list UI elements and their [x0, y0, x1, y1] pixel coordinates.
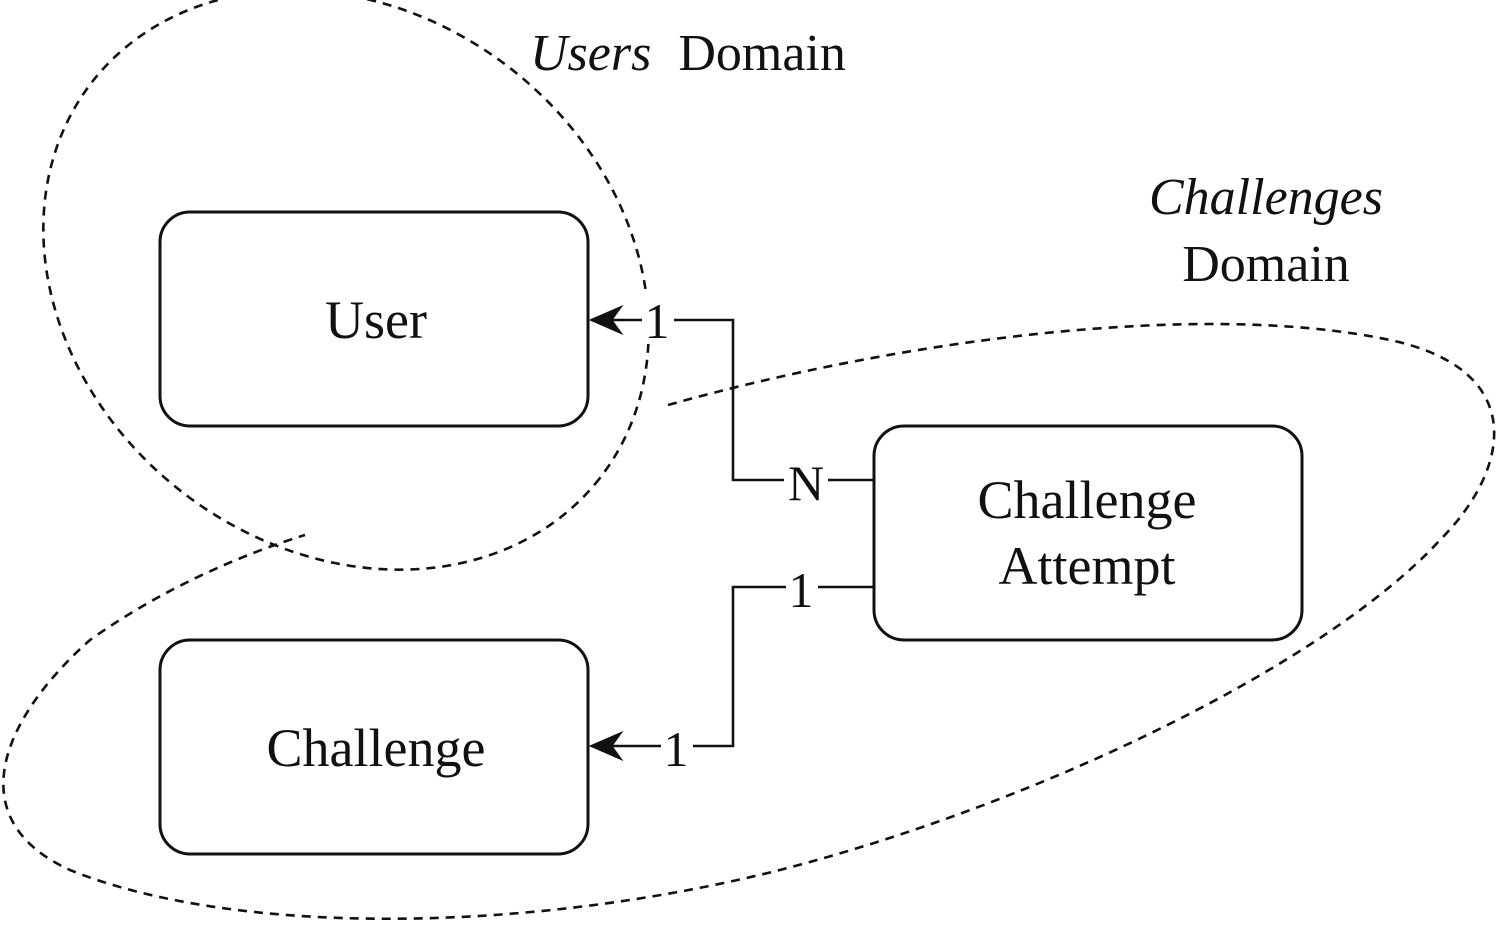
users-domain-name: Users — [530, 25, 651, 82]
user-entity-box[interactable] — [158, 210, 590, 428]
attempt-to-challenge-arrowhead — [588, 730, 624, 762]
challenges-domain-boundary — [2, 322, 1496, 921]
users-domain-suffix: Domain — [678, 25, 846, 82]
challenge-entity-box[interactable] — [158, 638, 590, 856]
user-entity-label: User — [325, 290, 427, 350]
challenge-side-cardinality: 1 — [664, 721, 689, 777]
attempt-to-user-arrowhead — [588, 304, 624, 336]
user-side-cardinality: 1 — [645, 293, 670, 349]
attempt-to-challenge-connector — [610, 585, 874, 748]
challenge-attempt-label-line1: Challenge — [978, 470, 1197, 530]
challenges-domain-name: Challenges — [1149, 169, 1383, 226]
attempt-challenge-side-cardinality: 1 — [789, 562, 814, 618]
challenge-entity-label: Challenge — [267, 718, 486, 778]
challenges-domain-suffix: Domain — [1182, 236, 1350, 293]
challenge-attempt-label-line2: Attempt — [999, 536, 1176, 596]
users-domain-label: Users Domain — [530, 25, 846, 82]
users-domain-boundary — [42, 0, 650, 571]
attempt-user-side-cardinality: N — [788, 455, 824, 511]
challenge-attempt-entity-box[interactable] — [872, 424, 1304, 642]
